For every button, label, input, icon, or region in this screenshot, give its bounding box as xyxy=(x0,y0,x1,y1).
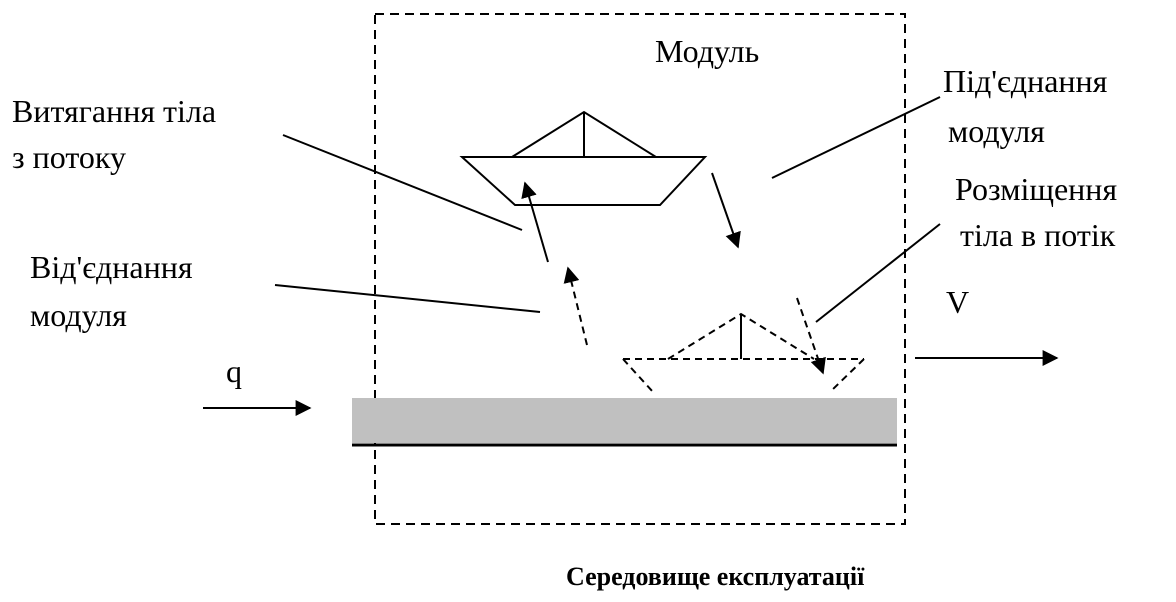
disconnect-label-line2: модуля xyxy=(30,297,127,333)
extract-label-line1: Витягання тіла xyxy=(12,93,217,129)
flow-bar xyxy=(352,398,897,443)
q-label: q xyxy=(226,353,242,389)
place-arrow xyxy=(796,297,826,375)
module-boundary xyxy=(374,13,906,525)
place-label-line2: тіла в потік xyxy=(960,217,1116,253)
disconnect-arrow xyxy=(563,266,588,346)
extract-leader xyxy=(282,134,523,231)
extract-label-line2: з потоку xyxy=(12,139,126,175)
module-label: Модуль xyxy=(655,33,760,69)
environment-caption: Середовище експлуатації xyxy=(566,562,865,591)
disconnect-leader xyxy=(274,284,541,313)
placed-boat xyxy=(622,312,865,393)
connect-label-line1: Під'єднання xyxy=(943,63,1108,99)
place-label-line1: Розміщення xyxy=(955,171,1118,207)
extracted-boat xyxy=(459,110,708,206)
extract-arrow xyxy=(521,181,549,263)
connect-label-line2: модуля xyxy=(948,113,1045,149)
connect-arrow xyxy=(711,172,741,249)
place-leader xyxy=(815,223,941,323)
disconnect-label-line1: Від'єднання xyxy=(30,249,193,285)
connect-leader xyxy=(771,96,941,179)
v-label: V xyxy=(946,284,970,320)
